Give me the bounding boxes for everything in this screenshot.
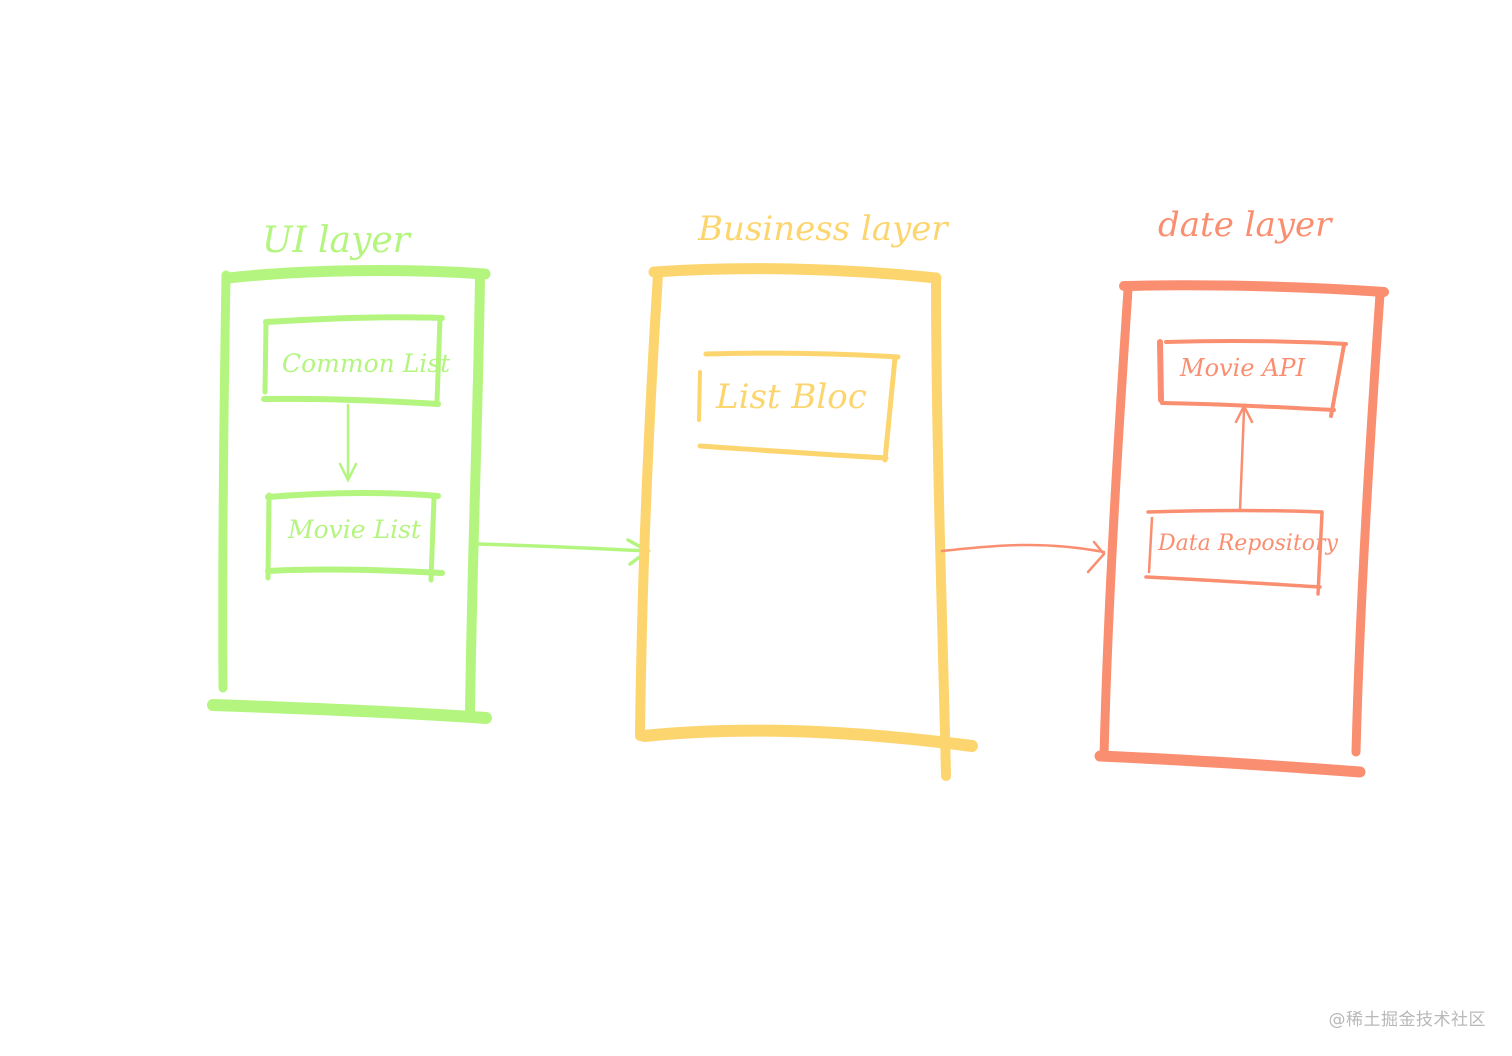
data-repository-box [1144, 508, 1324, 596]
business-to-data-arrow [940, 540, 1106, 574]
data-layer: date layer Movie API Data Repository [1094, 205, 1389, 778]
business-layer-container [635, 263, 978, 781]
common-list-label: Common List [282, 349, 451, 378]
ui-layer: UI layer Common List Movie List [207, 220, 492, 724]
list-bloc-box [697, 350, 901, 463]
list-bloc-label: List Bloc [715, 377, 867, 417]
ui-layer-title: UI layer [262, 220, 412, 261]
watermark: @稀土掘金技术社区 [1328, 1010, 1486, 1030]
data-layer-title: date layer [1158, 205, 1333, 245]
movie-api-box [1157, 338, 1348, 418]
movie-api-label: Movie API [1179, 354, 1306, 382]
business-layer: Business layer List Bloc [635, 209, 978, 781]
ui-layer-container [207, 265, 492, 724]
business-layer-title: Business layer [697, 209, 949, 249]
movie-list-box [265, 490, 445, 583]
ui-to-business-arrow [476, 538, 652, 566]
ui-internal-arrow [338, 403, 358, 483]
common-list-box [261, 314, 445, 407]
data-internal-arrow [1234, 403, 1254, 512]
data-repository-label: Data Repository [1157, 531, 1339, 556]
movie-list-label: Movie List [287, 515, 422, 544]
data-layer-container [1094, 280, 1389, 778]
